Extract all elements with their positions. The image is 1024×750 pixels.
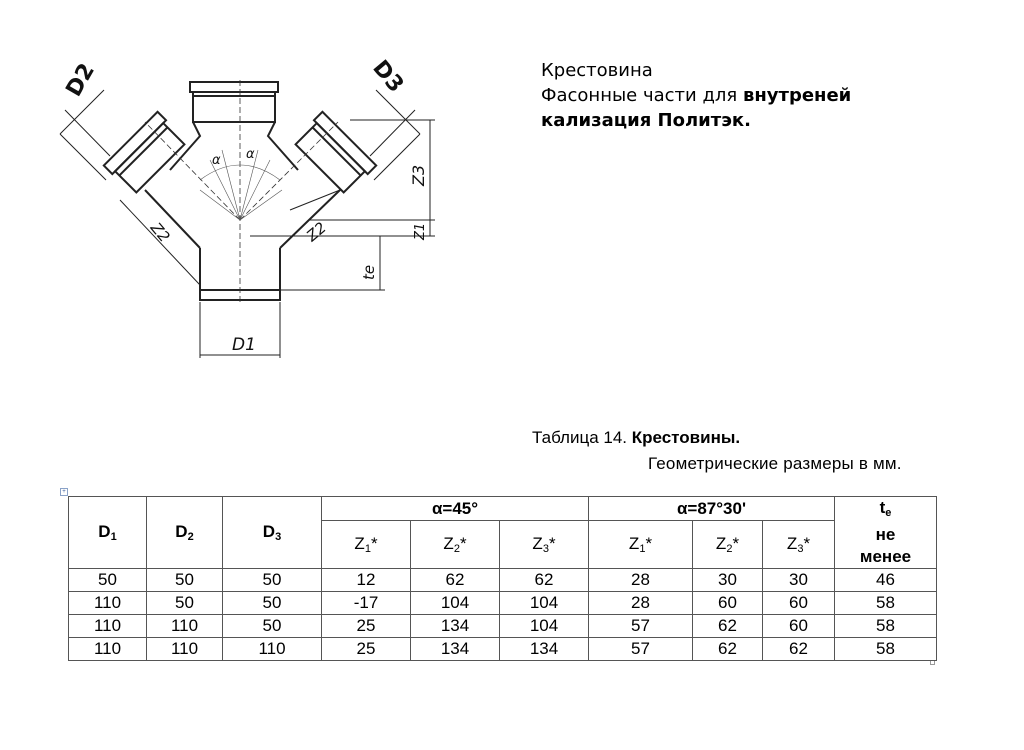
table-cell: 62: [499, 568, 589, 592]
table-cell: 104: [499, 614, 589, 638]
center-line-left: [144, 121, 241, 221]
spec-table: D1 D2 D3 α=45° α=87°30' tе не менее Z1* …: [68, 496, 937, 661]
dim-z2-right: [289, 189, 341, 211]
dim-z1: [250, 220, 435, 237]
table-subtitle: Геометрические размеры в мм.: [648, 454, 902, 473]
label-z1: Z1: [413, 223, 428, 241]
page-heading: Крестовина Фасонные части для внутреней …: [541, 58, 851, 133]
label-alpha-right: α: [246, 147, 255, 162]
table-cell: 110: [68, 614, 147, 638]
table-cell: 110: [146, 637, 223, 661]
right-socket: [312, 110, 378, 176]
heading-line2: Фасонные части для внутреней: [541, 83, 851, 108]
label-z3: Z3: [409, 165, 428, 187]
heading-line3: кализация Политэк.: [541, 110, 751, 131]
dim-d3: [369, 89, 421, 181]
table-cell: 12: [321, 568, 411, 592]
col-header-d2: D2: [146, 496, 223, 569]
table-cell: 50: [146, 568, 223, 592]
table-cell: 62: [692, 637, 763, 661]
table-cell: 57: [588, 614, 693, 638]
table-row: 110 110 110 25 134 134 57 62 62 58: [68, 637, 937, 661]
top-socket: [189, 81, 279, 93]
label-d2: D2: [62, 59, 100, 101]
col-header-d3: D3: [222, 496, 322, 569]
col-header-z1-87: Z1*: [588, 520, 693, 569]
bottom-pipe-outline: [199, 248, 281, 290]
table-cell: 62: [410, 568, 500, 592]
table-cell: 60: [762, 591, 835, 615]
table-row: 110 110 50 25 134 104 57 62 60 58: [68, 614, 937, 638]
body-outline: [169, 121, 299, 171]
table-cell: 62: [692, 614, 763, 638]
table-cell: 110: [222, 637, 322, 661]
table-cell: 62: [762, 637, 835, 661]
table-cell: 60: [692, 591, 763, 615]
cross-fitting-drawing: D2 D3 D1 Z3 Z1 te Z2 Z2 α α: [59, 56, 435, 358]
table-cell: 104: [499, 591, 589, 615]
group-header-alpha45: α=45°: [321, 496, 589, 521]
table-cell: 25: [321, 637, 411, 661]
table-row: 110 50 50 -17 104 104 28 60 60 58: [68, 591, 937, 615]
table-resize-handle-icon[interactable]: [930, 660, 935, 665]
table-cell: 58: [834, 637, 937, 661]
group-header-alpha87: α=87°30': [588, 496, 835, 521]
table-caption-bold: Крестовины.: [631, 428, 741, 447]
label-d1: D1: [232, 335, 256, 355]
table-cell: 28: [588, 568, 693, 592]
table-cell: 58: [834, 591, 937, 615]
table-cell: 104: [410, 591, 500, 615]
col-header-d1: D1: [68, 496, 147, 569]
table-caption-prefix: Таблица 14.: [532, 428, 632, 447]
table-cell: 50: [146, 591, 223, 615]
table-cell: 58: [834, 614, 937, 638]
table-cell: -17: [321, 591, 411, 615]
table-cell: 28: [588, 591, 693, 615]
heading-line2-bold: внутреней: [742, 85, 852, 106]
label-d3: D3: [367, 56, 408, 98]
heading-line2-plain: Фасонные части для: [541, 85, 743, 106]
table-cell: 25: [321, 614, 411, 638]
table-caption: Таблица 14. Крестовины.: [532, 428, 740, 448]
table-cell: 134: [499, 637, 589, 661]
table-cell: 30: [762, 568, 835, 592]
table-move-handle-icon[interactable]: +: [60, 488, 68, 496]
center-line-right: [239, 121, 339, 221]
col-header-z2-87: Z2*: [692, 520, 763, 569]
dim-z2-left: [119, 199, 201, 286]
table-row: 50 50 50 12 62 62 28 30 30 46: [68, 568, 937, 592]
table-cell: 110: [68, 591, 147, 615]
table-cell: 50: [222, 614, 322, 638]
dim-d1: [199, 302, 281, 358]
table-cell: 50: [222, 591, 322, 615]
dim-d2: [59, 89, 111, 181]
table-cell: 134: [410, 614, 500, 638]
col-header-z2-45: Z2*: [410, 520, 500, 569]
label-te: te: [360, 265, 378, 280]
left-socket: [102, 110, 168, 176]
table-cell: 57: [588, 637, 693, 661]
label-z2-left: Z2: [146, 218, 173, 246]
table-cell: 50: [68, 568, 147, 592]
dim-te: [280, 236, 385, 291]
col-header-z3-45: Z3*: [499, 520, 589, 569]
heading-line1: Крестовина: [541, 60, 653, 81]
label-alpha-left: α: [212, 153, 221, 168]
angle-arc: [199, 164, 281, 181]
dim-z3: [310, 119, 435, 221]
table-cell: 134: [410, 637, 500, 661]
table-cell: 110: [146, 614, 223, 638]
table-cell: 110: [68, 637, 147, 661]
col-header-te: tе не менее: [834, 496, 937, 569]
table-cell: 46: [834, 568, 937, 592]
table-cell: 50: [222, 568, 322, 592]
col-header-z3-87: Z3*: [762, 520, 835, 569]
table-cell: 60: [762, 614, 835, 638]
table-cell: 30: [692, 568, 763, 592]
col-header-z1-45: Z1*: [321, 520, 411, 569]
